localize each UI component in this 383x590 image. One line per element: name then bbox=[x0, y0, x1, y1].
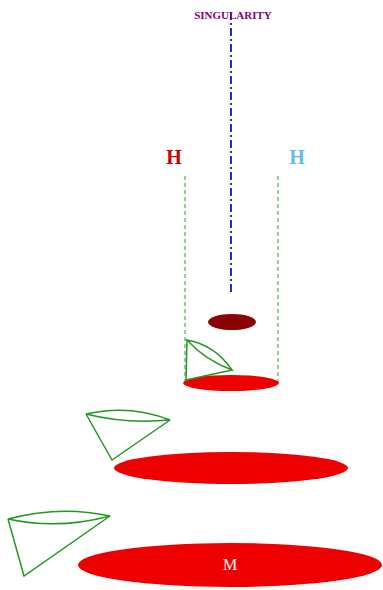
horizon-line bbox=[278, 176, 279, 385]
singularity-line bbox=[230, 12, 232, 292]
horizon-label: H bbox=[289, 146, 305, 169]
collapsed-star bbox=[208, 314, 256, 330]
horizon-label: H bbox=[166, 146, 182, 169]
horizon-line bbox=[185, 176, 186, 385]
light-cone bbox=[186, 340, 232, 380]
mass-label: M bbox=[78, 556, 382, 574]
star-ellipse: M bbox=[78, 543, 382, 587]
light-cone bbox=[86, 410, 170, 460]
collapsing-star bbox=[114, 452, 348, 484]
singularity-label: SINGULARITY bbox=[194, 9, 272, 21]
